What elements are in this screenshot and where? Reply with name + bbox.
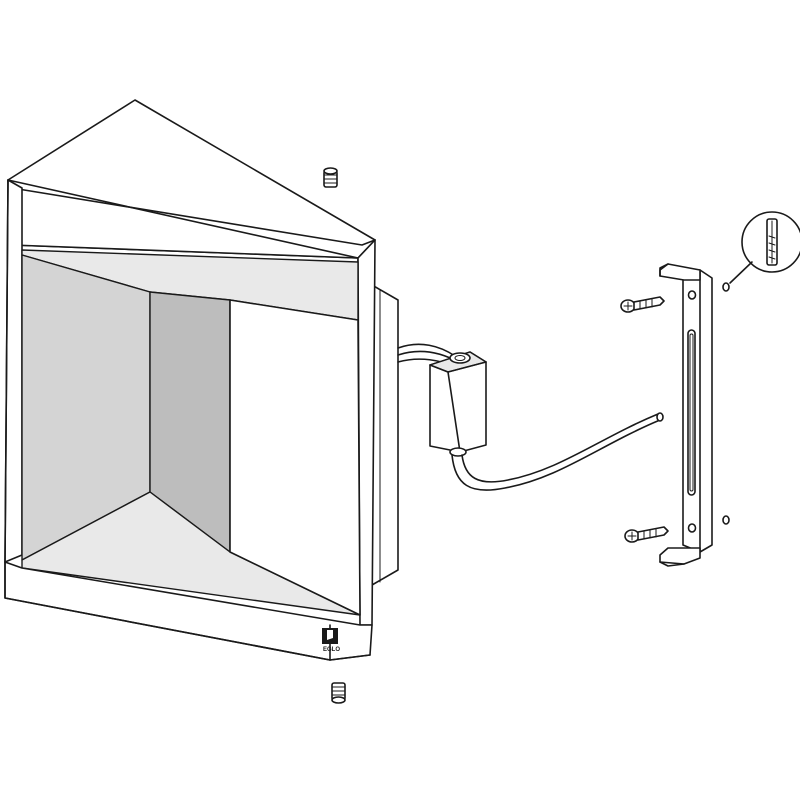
grub-screw-bottom [331, 682, 346, 704]
driver-box [429, 351, 487, 457]
brand-logo: EGLO [322, 628, 340, 653]
mounting-bracket [659, 263, 713, 567]
housing-back-box [371, 284, 399, 586]
bracket-hole-top [687, 290, 697, 300]
drill-hole-bottom [722, 515, 730, 525]
drill-hole-top [722, 282, 730, 292]
bracket-slot [687, 329, 696, 496]
grub-screw-top [323, 167, 338, 188]
bracket-hole-bottom [687, 523, 697, 533]
lamp-housing: EGLO [4, 99, 461, 661]
wall-screw-bottom [624, 526, 669, 543]
power-cable [451, 412, 664, 491]
cavity-right-panel [229, 299, 361, 616]
housing-right-wall [357, 239, 376, 626]
logo-text: EGLO [323, 647, 340, 653]
wall-screw-top [620, 296, 665, 313]
wall-plug-detail [729, 211, 800, 284]
